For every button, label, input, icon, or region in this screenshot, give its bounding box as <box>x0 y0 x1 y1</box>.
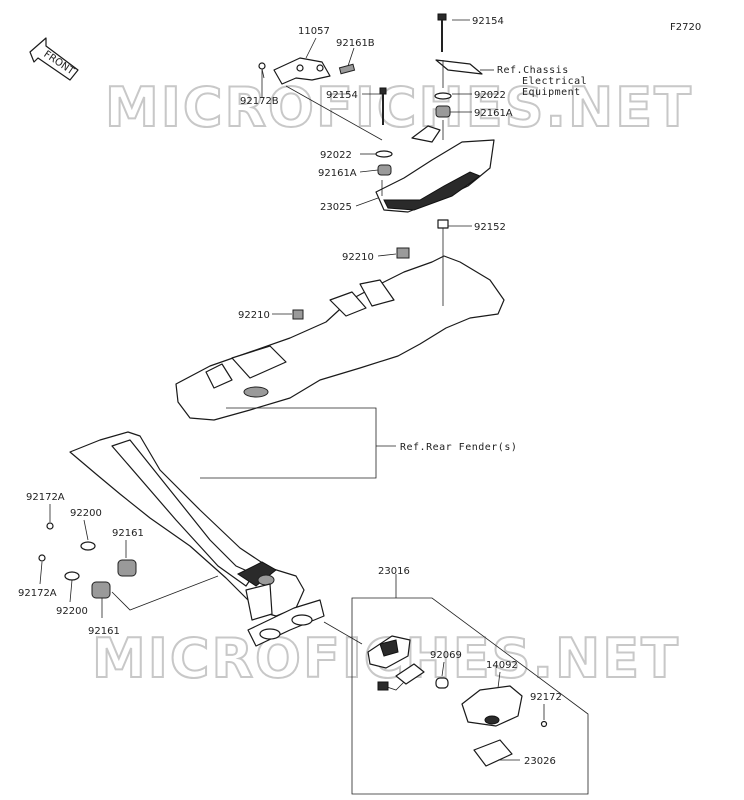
label-92200-upper: 92200 <box>70 508 102 519</box>
label-92161A-right: 92161A <box>474 108 513 119</box>
label-92172A-lower: 92172A <box>18 588 57 599</box>
label-92210-upper: 92210 <box>342 252 374 263</box>
washer-92200-lower <box>64 571 80 581</box>
license-bracket <box>247 599 325 647</box>
watermark-top: MICROFICHES.NET <box>105 76 693 139</box>
lamp-assembly-box <box>351 597 589 795</box>
label-92172B: 92172B <box>240 96 279 107</box>
clip-92210-lower <box>292 309 304 320</box>
washer-92022-right <box>434 92 452 100</box>
socket-wire <box>377 663 425 691</box>
label-92210-lower: 92210 <box>238 310 270 321</box>
clip-92161B <box>338 63 356 75</box>
ref-chassis-line1: Ref.Chassis <box>497 65 569 76</box>
label-92161B: 92161B <box>336 38 375 49</box>
label-23026: 23026 <box>524 756 556 767</box>
bracket-11057 <box>273 57 331 85</box>
label-11057: 11057 <box>298 26 330 37</box>
label-92154-mid: 92154 <box>326 90 358 101</box>
label-92200-lower: 92200 <box>56 606 88 617</box>
label-92022-right: 92022 <box>474 90 506 101</box>
label-92154-top: 92154 <box>472 16 504 27</box>
screw-92152 <box>437 219 449 238</box>
label-92161-lower: 92161 <box>88 626 120 637</box>
tray-23025 <box>375 125 495 213</box>
label-92161A-left: 92161A <box>318 168 357 179</box>
bolt-92154-right <box>437 13 447 52</box>
washer-92200-upper <box>80 541 96 551</box>
label-23016: 23016 <box>378 566 410 577</box>
grommet-92161-upper <box>117 559 137 577</box>
label-14092: 14092 <box>486 660 518 671</box>
front-arrow-icon: FRONT <box>29 37 79 81</box>
screw-92172 <box>540 720 548 728</box>
label-23025: 23025 <box>320 202 352 213</box>
bolt-92172A-upper <box>46 522 54 530</box>
grommet-92161-lower <box>91 581 111 599</box>
reflector-23026 <box>473 739 513 767</box>
ref-chassis-line3: Equipment <box>522 87 581 98</box>
grommet-92161A-left <box>377 164 392 176</box>
figure-code: F2720 <box>670 22 701 33</box>
bolt-92154-center <box>379 87 387 125</box>
bulb-92069 <box>435 677 449 689</box>
label-92161-upper: 92161 <box>112 528 144 539</box>
ref-chassis-line2: Electrical <box>522 76 587 87</box>
label-92069: 92069 <box>430 650 462 661</box>
lens-14092 <box>461 685 523 727</box>
washer-92022-left <box>375 150 393 158</box>
under-tray <box>175 255 505 421</box>
grommet-92161A-right <box>435 105 451 118</box>
label-92022-left: 92022 <box>320 150 352 161</box>
chassis-strap <box>435 59 483 75</box>
rear-fender-frame <box>69 431 305 621</box>
lamp-23016 <box>367 635 411 669</box>
clip-92210-upper <box>396 247 410 259</box>
label-92152: 92152 <box>474 222 506 233</box>
bolt-92172A-lower <box>38 554 46 562</box>
ref-rear-fender: Ref.Rear Fender(s) <box>400 442 517 453</box>
label-92172: 92172 <box>530 692 562 703</box>
leader-lines <box>39 19 545 761</box>
label-92172A-upper: 92172A <box>26 492 65 503</box>
bolt-92172B <box>258 62 266 79</box>
